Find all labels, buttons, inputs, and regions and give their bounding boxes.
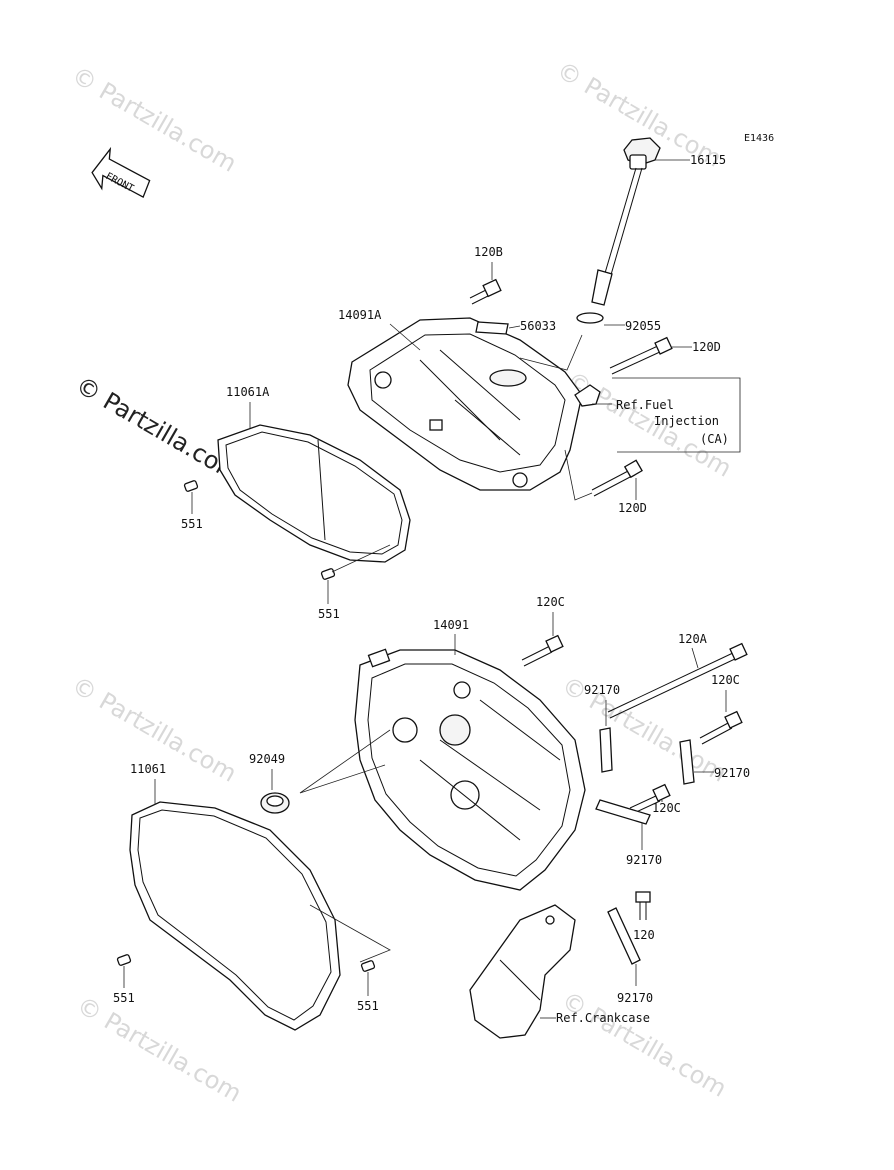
- front-arrow-icon: FRONT: [91, 146, 151, 199]
- bolt-120b: [469, 278, 502, 305]
- label-92170-a: 92170: [584, 683, 620, 697]
- label-92055: 92055: [625, 319, 661, 333]
- label-120c-top: 120C: [536, 595, 565, 609]
- cover-14091a-part: [347, 317, 583, 491]
- label-92170-b: 92170: [714, 766, 750, 780]
- dipstick-part: [591, 137, 661, 306]
- leader-cover-to-120d: [564, 449, 593, 501]
- label-120d-bottom: 120D: [618, 501, 647, 515]
- bolt-120c-right: [699, 710, 743, 745]
- label-92170-d: 92170: [617, 991, 653, 1005]
- gasket-11061-part: [129, 801, 341, 1031]
- label-14091: 14091: [433, 618, 469, 632]
- label-120b: 120B: [474, 245, 503, 259]
- leader-120a: [691, 647, 699, 669]
- label-ref-crankcase: Ref.Crankcase: [556, 1011, 650, 1025]
- diagram-code: E1436: [744, 133, 774, 144]
- leader-92049-to-cover: [299, 729, 391, 794]
- leader-551-b-to-gasket: [331, 544, 391, 573]
- label-120d-top: 120D: [692, 340, 721, 354]
- clamp-92170-c: [595, 799, 651, 825]
- label-92170-c: 92170: [626, 853, 662, 867]
- fuel-clamp-part: [574, 384, 601, 407]
- watermark-top-left: © Partzilla.com: [67, 61, 241, 178]
- label-plate-56033: [475, 321, 509, 335]
- label-120: 120: [633, 928, 655, 942]
- dowel-551-a: [183, 480, 199, 492]
- label-11061: 11061: [130, 762, 166, 776]
- clamp-92170-d: [607, 907, 641, 965]
- leader-92055-to-cover: [519, 334, 583, 371]
- label-ref-fuel-2: Injection: [654, 414, 719, 428]
- cover-14091-part: [354, 648, 586, 891]
- ref-fuel-bracket: [612, 377, 741, 453]
- label-92049: 92049: [249, 752, 285, 766]
- label-551-b: 551: [318, 607, 340, 621]
- label-551-d: 551: [357, 999, 379, 1013]
- label-551-a: 551: [181, 517, 203, 531]
- crankcase-ref-part: [469, 904, 576, 1039]
- leader-56033: [508, 325, 521, 329]
- label-ref-fuel-1: Ref.Fuel: [616, 398, 674, 412]
- watermark-bottom-left: © Partzilla.com: [72, 991, 246, 1108]
- label-14091a: 14091A: [338, 308, 382, 322]
- leader-551-to-gasket: [309, 904, 391, 963]
- bolt-120d-bottom: [591, 459, 643, 497]
- bolt-120c-top: [521, 634, 564, 667]
- label-ref-fuel-3: (CA): [700, 432, 729, 446]
- label-56033: 56033: [520, 319, 556, 333]
- dowel-551-c: [116, 954, 132, 966]
- dowel-551-d: [360, 960, 376, 972]
- bolt-120d-top: [609, 336, 673, 375]
- clamp-92170-a: [599, 727, 613, 773]
- label-120c-mid: 120C: [652, 801, 681, 815]
- gasket-11061a-part: [217, 424, 411, 563]
- watermark-main: © Partzilla.com: [71, 371, 245, 488]
- o-ring-92055: [576, 312, 604, 324]
- leader-14091a: [389, 323, 421, 351]
- bolt-120: [635, 891, 651, 920]
- label-120c-right: 120C: [711, 673, 740, 687]
- bolt-120a: [607, 642, 748, 719]
- dowel-551-b: [320, 568, 336, 580]
- clamp-92170-b: [679, 739, 695, 785]
- label-551-c: 551: [113, 991, 135, 1005]
- seal-92049-part: [260, 792, 290, 814]
- label-16115: 16115: [690, 153, 726, 167]
- label-11061a: 11061A: [226, 385, 270, 399]
- label-120a: 120A: [678, 632, 708, 646]
